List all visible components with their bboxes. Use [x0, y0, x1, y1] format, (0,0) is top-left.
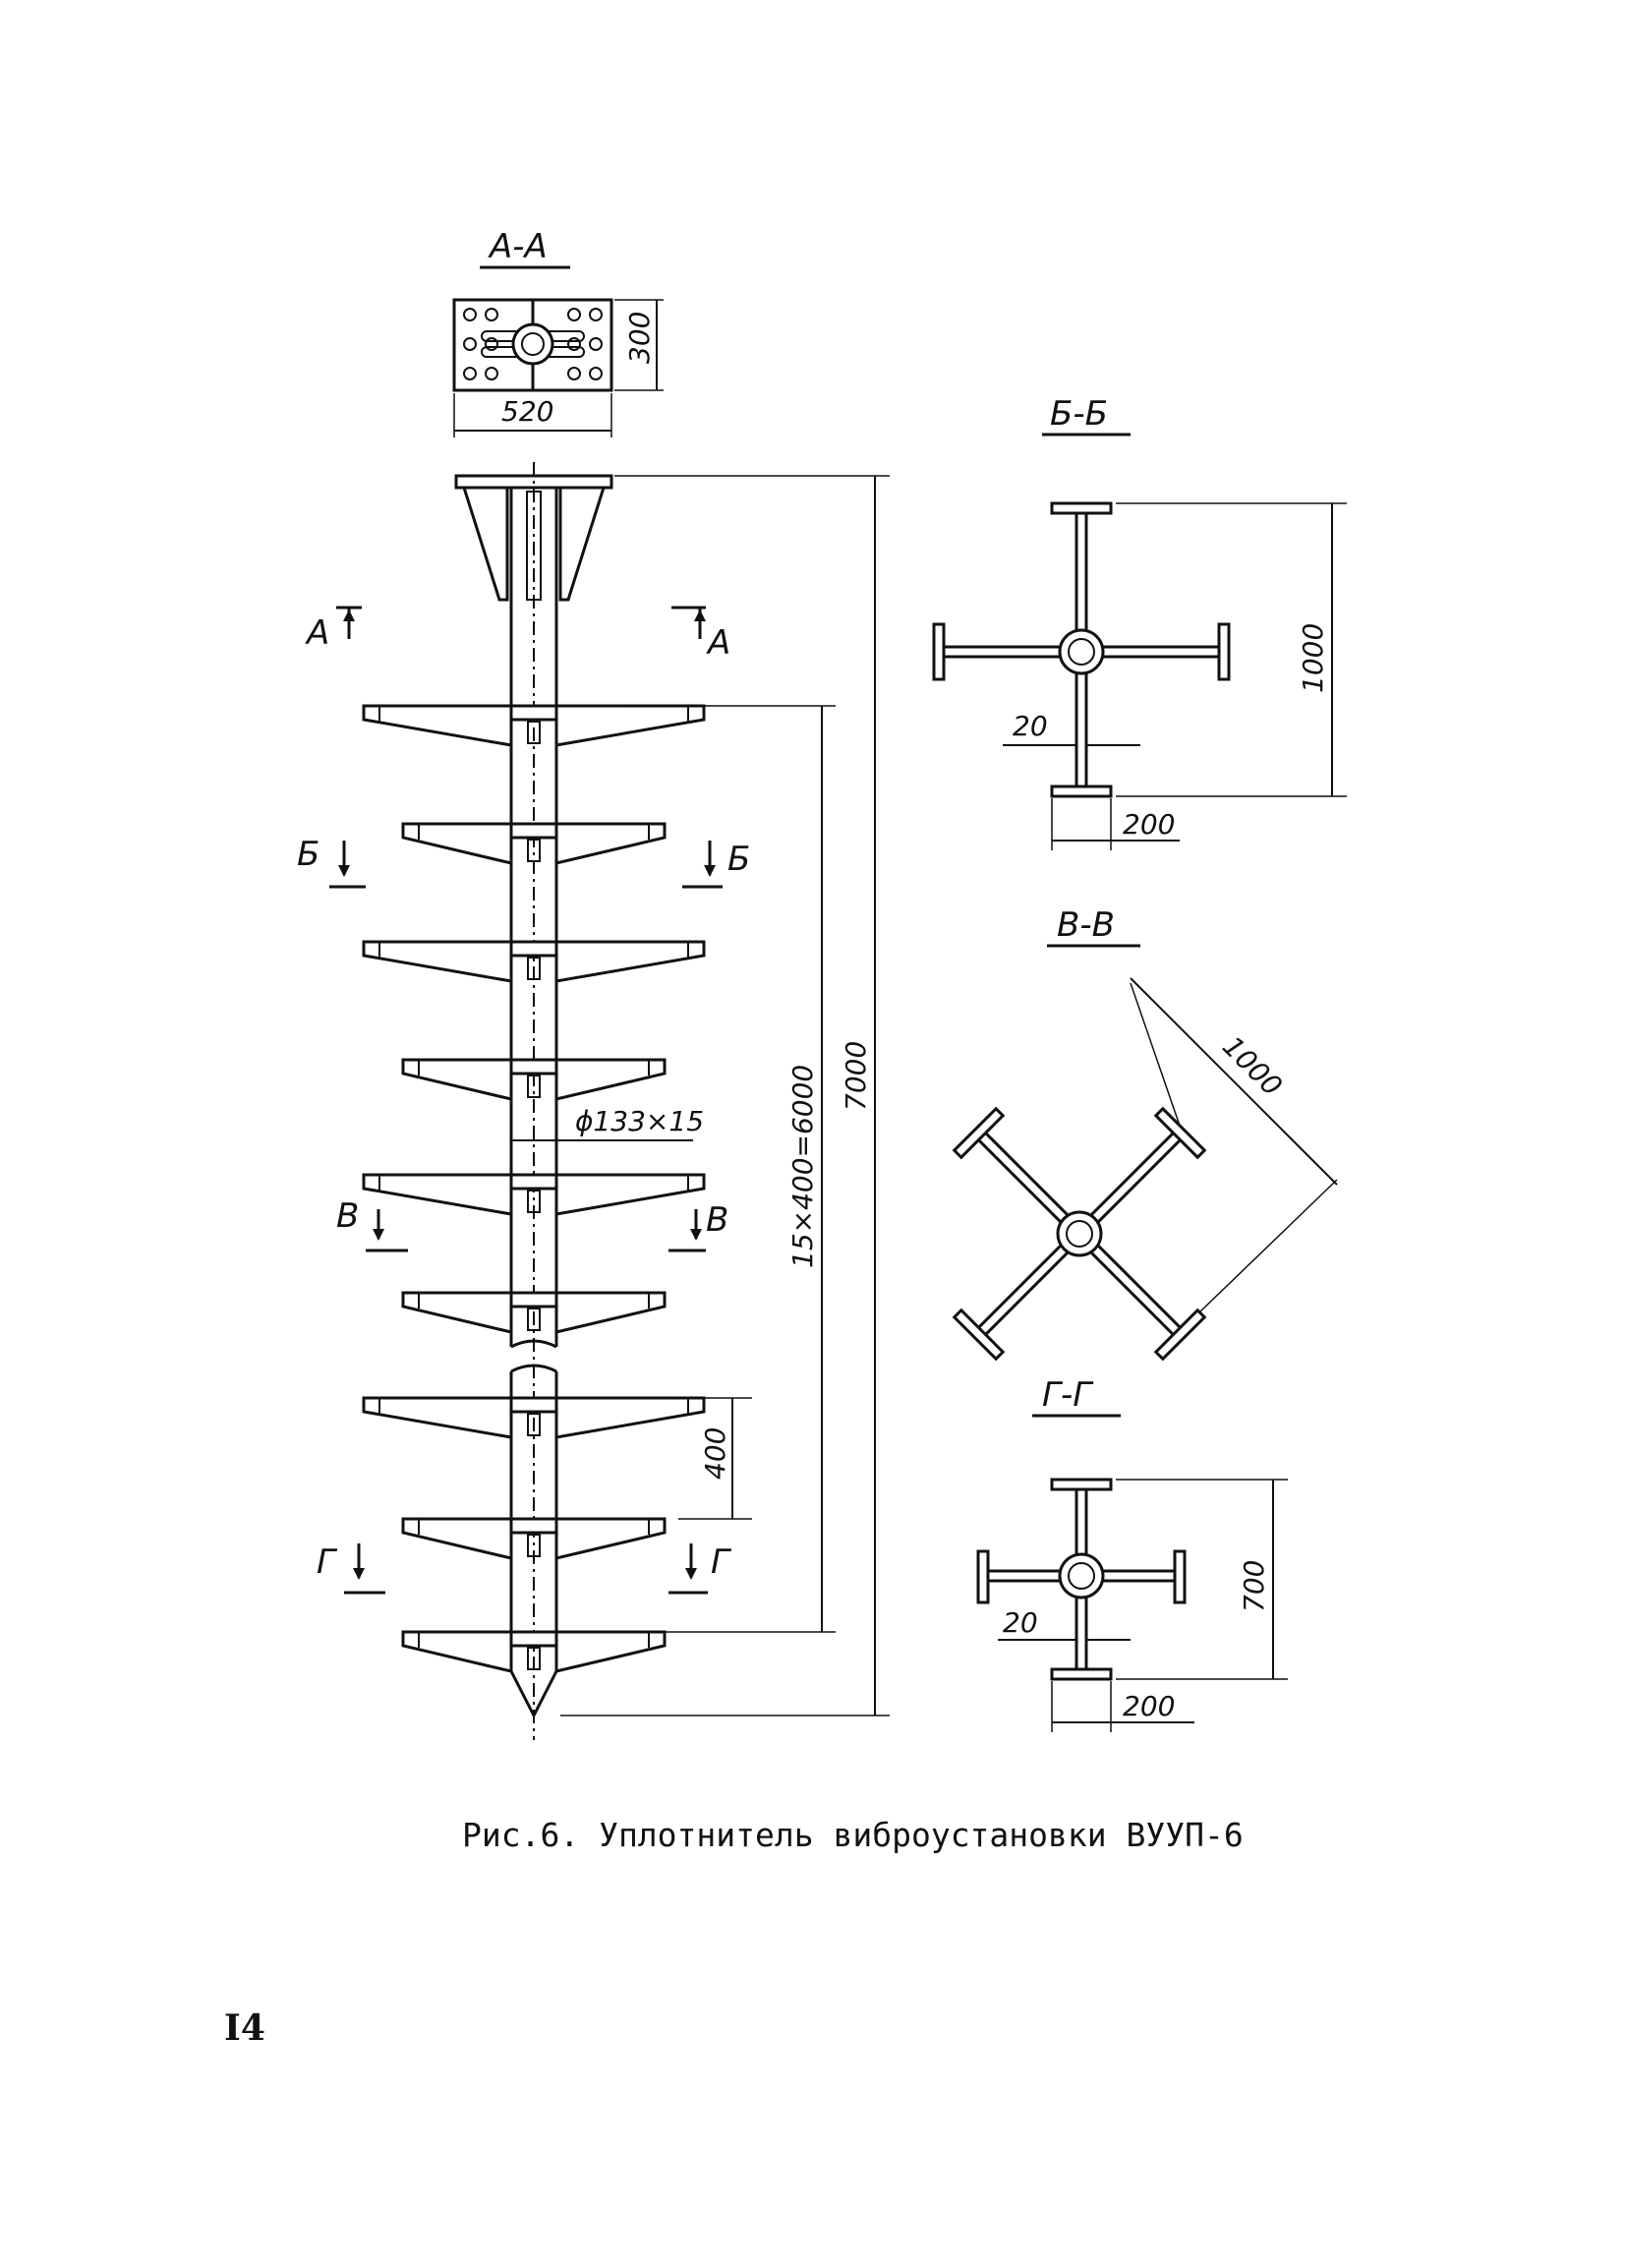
blades-group	[362, 704, 706, 1673]
figure-caption: Рис.6. Уплотнитель виброустановки ВУУП-6	[462, 1816, 1244, 1854]
page-number: I4	[224, 2007, 265, 2049]
blade-left	[362, 1396, 513, 1439]
cut-a-left: А	[305, 613, 329, 653]
bb-thickness-dim: 20	[1013, 710, 1048, 742]
section-vv-title: В-В	[1057, 905, 1115, 945]
blade-left	[401, 1517, 513, 1560]
pipe-slot	[527, 1534, 541, 1557]
cut-g-right: Г	[711, 1542, 732, 1582]
blade-left	[362, 1173, 513, 1216]
gg-thickness-dim: 20	[1003, 1606, 1038, 1639]
pipe-slot	[527, 1075, 541, 1098]
bb-size-dim: 1000	[1297, 623, 1329, 693]
section-aa-view: А-А 520 300	[452, 227, 664, 437]
pipe-slot	[527, 957, 541, 980]
pipe-slot	[527, 1190, 541, 1213]
pipe-dim: ϕ133×15	[575, 1105, 704, 1137]
section-bb-view: Б-Б 1000 20 200	[932, 394, 1347, 850]
vv-size-dim: 1000	[1216, 1030, 1289, 1103]
cut-v-left: В	[336, 1196, 359, 1236]
blade-pair	[362, 940, 706, 983]
main-elevation: А А Б Б В В Г Г ϕ133×15 400	[297, 462, 890, 1740]
blade-right	[554, 940, 706, 983]
section-bb-title: Б-Б	[1050, 394, 1108, 434]
cut-b-left: Б	[297, 835, 319, 874]
cut-v-right: В	[706, 1200, 728, 1240]
blade-right	[554, 1396, 706, 1439]
step-dim: 400	[699, 1427, 731, 1480]
blade-pair	[362, 1173, 706, 1216]
total-length-dim: 7000	[840, 1041, 872, 1111]
pipe-slot	[527, 1647, 541, 1670]
section-gg-view: Г-Г 700 20 200	[976, 1375, 1288, 1732]
cut-b-right: Б	[727, 840, 750, 879]
blade-left	[362, 704, 513, 747]
blade-right	[554, 704, 706, 747]
section-vv-view: В-В 1000	[952, 905, 1338, 1362]
blade-left	[401, 1058, 513, 1101]
blade-pair	[401, 1517, 667, 1560]
blade-right	[554, 1058, 667, 1101]
pipe-slot	[527, 721, 541, 744]
blade-left	[401, 1630, 513, 1673]
plate-height-dim: 300	[623, 312, 656, 364]
blade-span-dim: 15×400=6000	[786, 1065, 819, 1268]
bb-plate-dim: 200	[1123, 808, 1175, 841]
section-gg-title: Г-Г	[1042, 1375, 1094, 1415]
cut-g-left: Г	[317, 1542, 338, 1582]
blade-right	[554, 1291, 667, 1334]
blade-left	[401, 1291, 513, 1334]
gg-size-dim: 700	[1238, 1560, 1270, 1612]
blade-left	[401, 822, 513, 865]
blade-pair	[401, 1291, 667, 1334]
blade-left	[362, 940, 513, 983]
pipe-slot	[527, 839, 541, 862]
cut-a-right: А	[706, 623, 730, 663]
blade-right	[554, 822, 667, 865]
blade-right	[554, 1173, 706, 1216]
blade-right	[554, 1630, 667, 1673]
blade-pair	[362, 704, 706, 747]
gg-plate-dim: 200	[1123, 1690, 1175, 1722]
blade-pair	[362, 1396, 706, 1439]
blade-right	[554, 1517, 667, 1560]
plate-width-dim: 520	[501, 395, 553, 428]
blade-pair	[401, 822, 667, 865]
pipe-slot	[527, 1413, 541, 1436]
pipe-slot	[527, 1308, 541, 1331]
section-aa-title: А-А	[488, 227, 548, 266]
blade-pair	[401, 1058, 667, 1101]
blade-pair	[401, 1630, 667, 1673]
